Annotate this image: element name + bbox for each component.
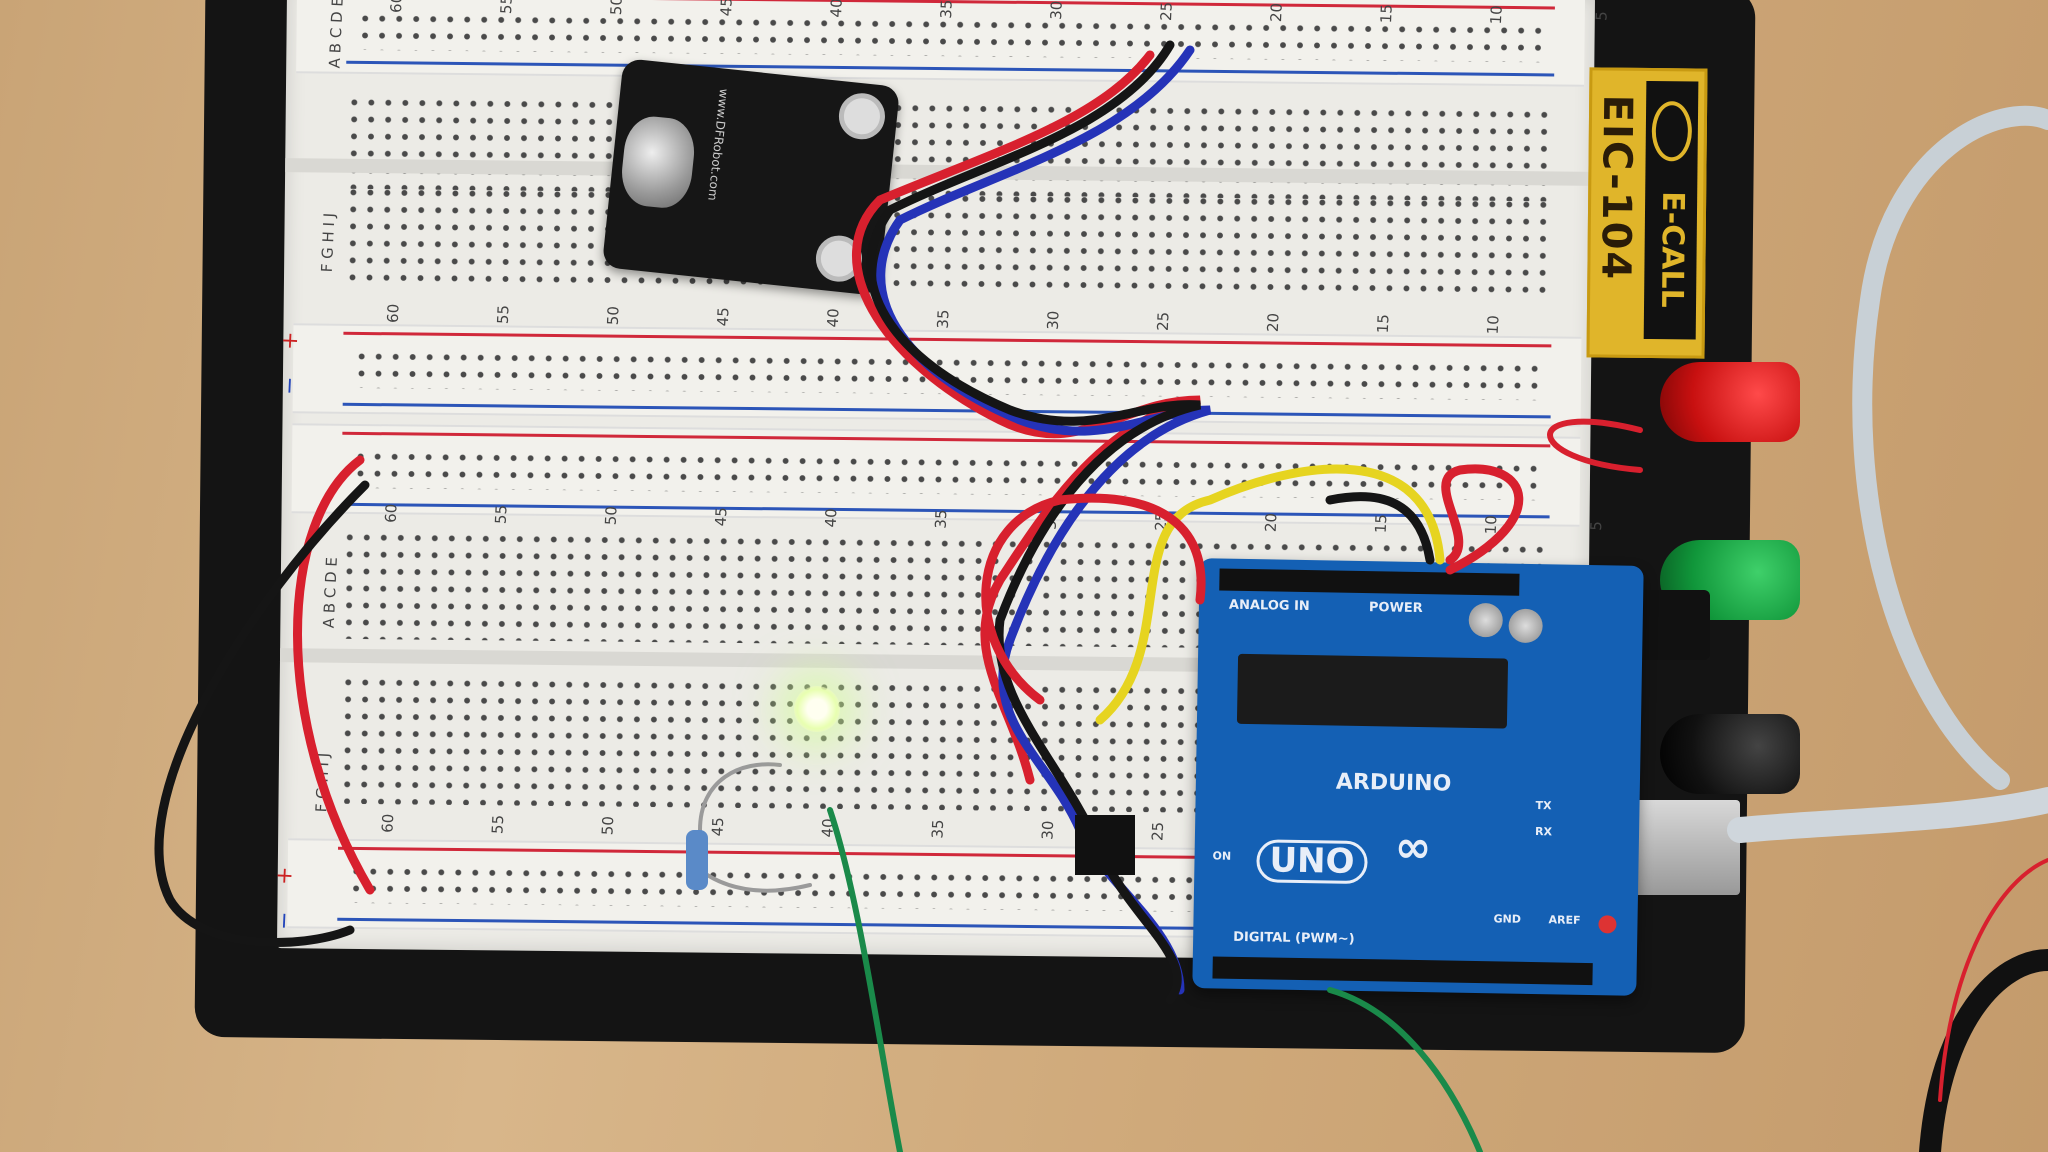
resistor-leads bbox=[698, 762, 812, 893]
wire-red-loop bbox=[981, 493, 1206, 705]
resistor bbox=[686, 830, 708, 890]
black-binding-post[interactable] bbox=[1660, 714, 1800, 794]
jumper-connector bbox=[1075, 815, 1135, 875]
wire-green bbox=[827, 807, 903, 1152]
led-lit bbox=[794, 686, 840, 732]
wire-green-2 bbox=[1327, 987, 1483, 1152]
wire-yellow bbox=[1095, 464, 1445, 725]
wire-black-short bbox=[1325, 492, 1435, 565]
wire-red-arc bbox=[1441, 464, 1524, 575]
usb-cable-loop bbox=[1852, 105, 2048, 790]
wire-black-left bbox=[154, 480, 370, 947]
wire-blue bbox=[876, 45, 1212, 995]
red-binding-post[interactable] bbox=[1660, 362, 1800, 442]
power-post-wires bbox=[1547, 418, 1643, 473]
usb-cable bbox=[1727, 787, 2048, 843]
cable-right-red bbox=[1938, 858, 2048, 1102]
cable-right-black bbox=[1919, 949, 2048, 1152]
wire-red-left bbox=[293, 455, 375, 895]
